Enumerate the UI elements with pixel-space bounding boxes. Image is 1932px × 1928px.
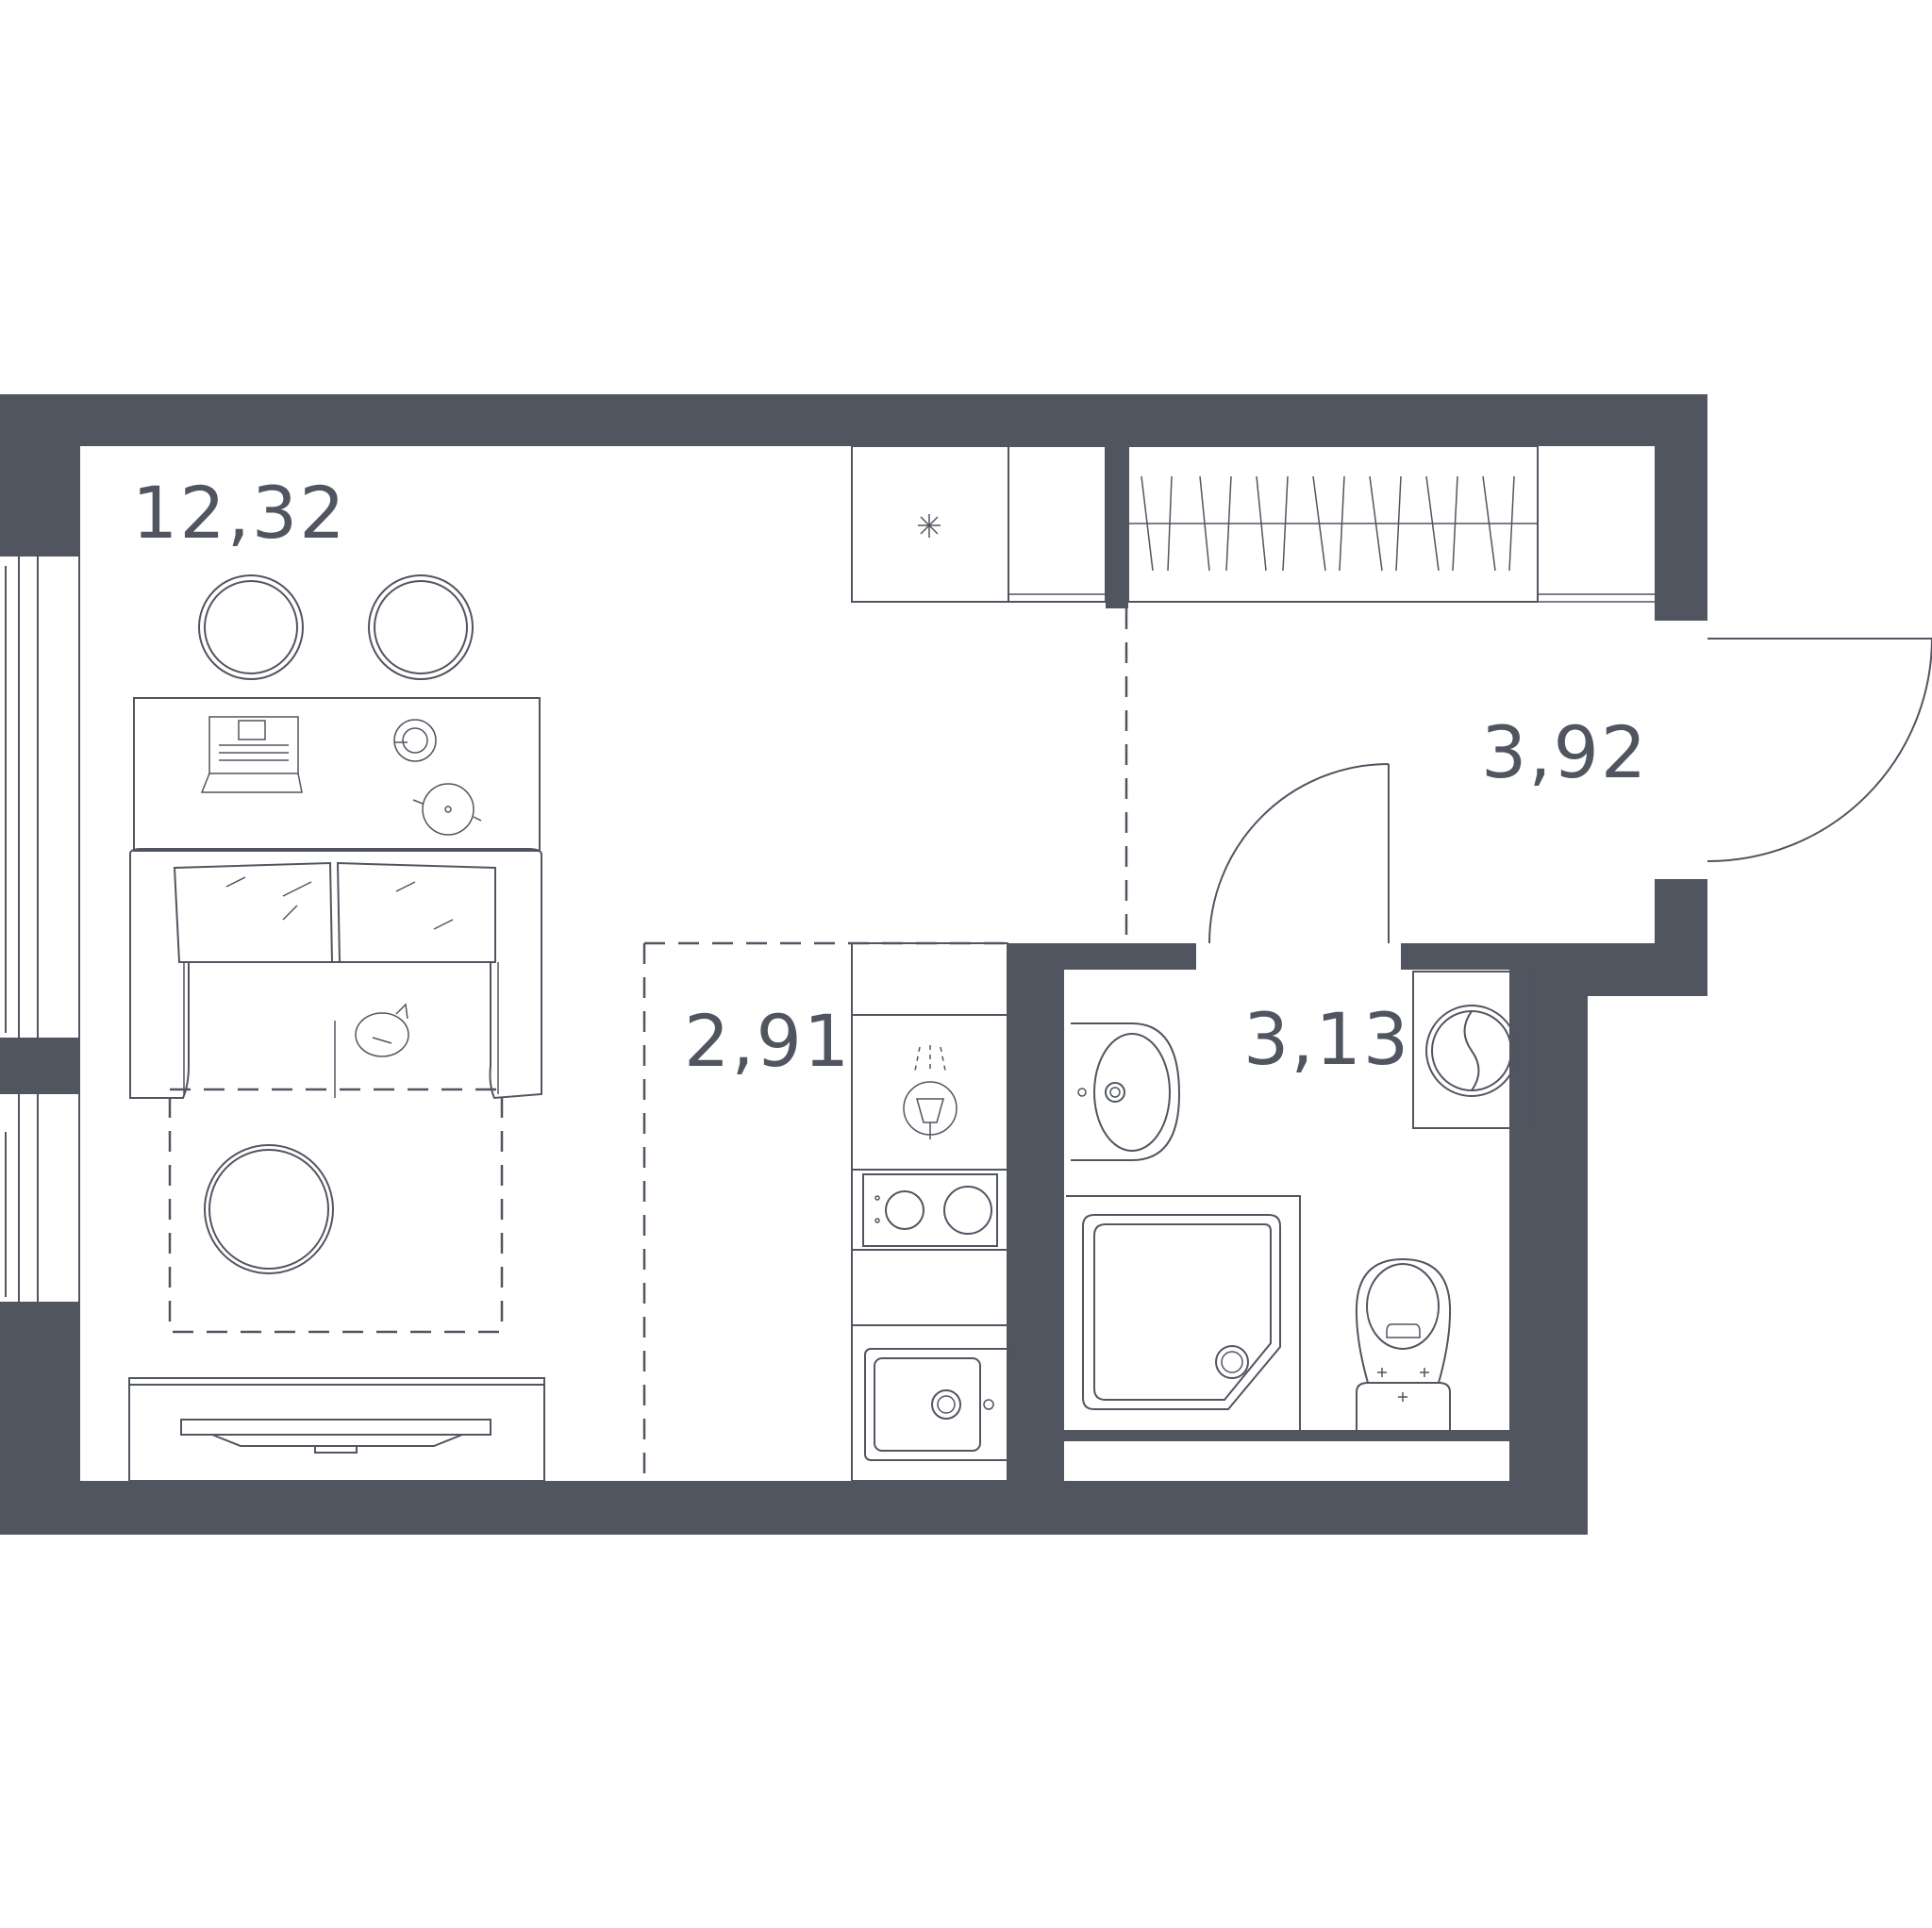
window-left-upper bbox=[0, 557, 80, 1038]
fridge-icon bbox=[851, 445, 1009, 603]
cat-icon bbox=[355, 1003, 409, 1057]
stool-right bbox=[368, 574, 474, 680]
hob-icon bbox=[862, 1173, 998, 1247]
cup-icon bbox=[393, 719, 437, 762]
window-left-lower bbox=[0, 1094, 80, 1302]
bathroom-door bbox=[1208, 763, 1390, 944]
shower-tray-icon bbox=[1066, 1195, 1301, 1430]
zone-dividers bbox=[168, 608, 1128, 1481]
faucet-icon bbox=[903, 1045, 958, 1139]
coffee-table bbox=[204, 1144, 334, 1274]
area-hall: 3,92 bbox=[1481, 710, 1648, 794]
sofa bbox=[129, 848, 542, 1100]
area-kitchen: 2,91 bbox=[684, 999, 851, 1083]
area-bathroom: 3,13 bbox=[1243, 997, 1410, 1081]
kitchen-counter bbox=[851, 942, 1008, 1482]
tv-icon bbox=[128, 1377, 545, 1482]
desk bbox=[133, 697, 541, 852]
area-living: 12,32 bbox=[132, 471, 347, 555]
washbasin-icon bbox=[1071, 1022, 1181, 1161]
sink-icon bbox=[864, 1348, 1013, 1461]
kitchen-cabinet-top bbox=[1008, 445, 1107, 603]
toilet-icon bbox=[1355, 1257, 1452, 1430]
laptop-icon bbox=[200, 716, 303, 793]
washing-machine-icon bbox=[1412, 971, 1533, 1129]
walls bbox=[0, 394, 1707, 1535]
stool-left bbox=[198, 574, 304, 680]
teapot-icon bbox=[412, 783, 482, 836]
wardrobe bbox=[1127, 445, 1655, 603]
entrance-door bbox=[1707, 621, 1932, 879]
